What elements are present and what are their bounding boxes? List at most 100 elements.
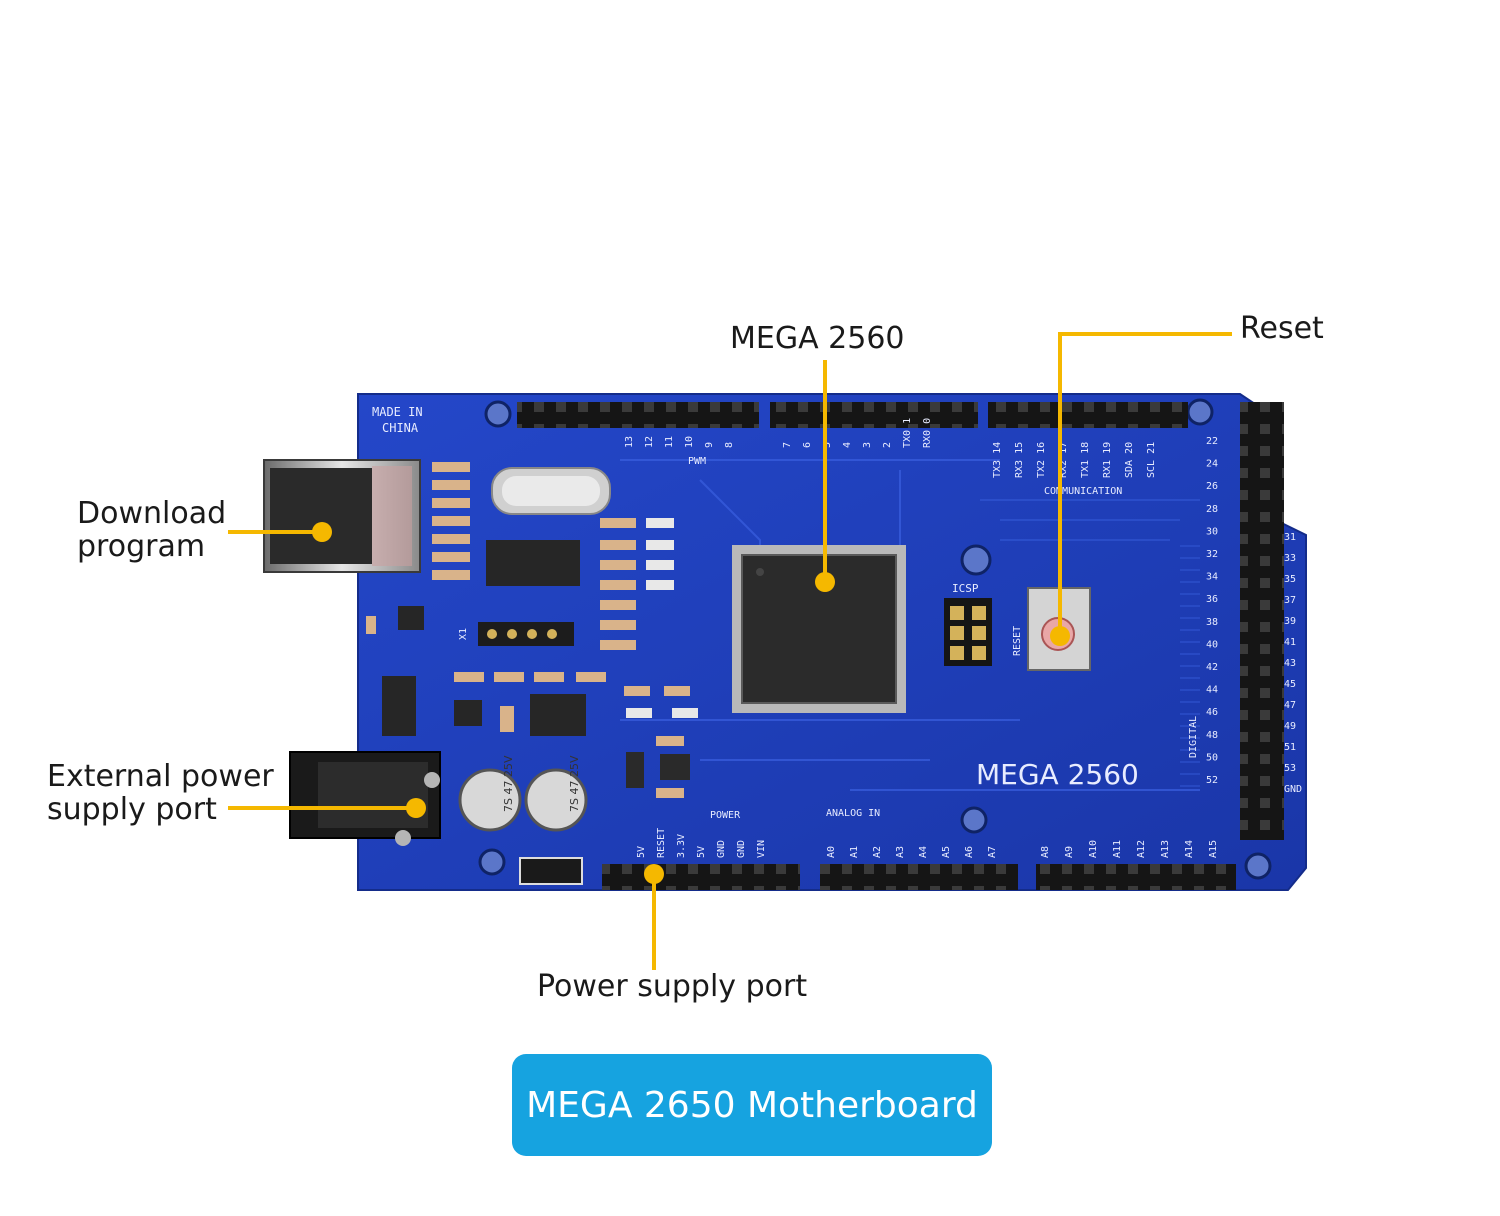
usb-chip [382,540,586,736]
label-power-port: Power supply port [537,969,808,1004]
pin-label-right-outer: 41 [1284,637,1296,648]
pin-label-right-outer: 37 [1284,595,1296,606]
pin-label-top: 5 [822,442,833,448]
label-reset: Reset [1240,311,1324,346]
label-power-ext-2: supply port [47,792,217,827]
pin-label-analog: A5 [941,846,952,858]
silk-model: MEGA 2560 [976,758,1139,791]
cap-2-label: 7S 47 25V [568,755,581,812]
icsp-header [944,598,992,666]
pin-label-analog: A13 [1160,840,1171,858]
pin-label-analog: A6 [964,846,975,858]
pin-label-top: 4 [842,442,853,448]
cap-1-label: 7S 47 25V [502,755,515,812]
pin-label-top: 10 [684,436,695,448]
pin-label-analog: A2 [872,846,883,858]
pin-label-analog: A9 [1064,846,1075,858]
pin-label-comm: RX1 19 [1102,442,1113,478]
pin-label-power: RESET [656,828,667,858]
silk-pwm: PWM [688,456,706,467]
pin-label-analog: A12 [1136,840,1147,858]
pin-label-top: RX0 0 [922,418,933,448]
pin-label-analog: A10 [1088,840,1099,858]
silk-made-in: MADE IN [372,405,423,419]
pin-label-top: 12 [644,436,655,448]
pin-label-right: 28 [1206,504,1218,515]
pin-label-top: 2 [882,442,893,448]
pin-headers [517,402,1284,890]
pin-label-right-outer: 51 [1284,742,1296,753]
pin-label-right: 40 [1206,639,1218,650]
pin-label-right: 52 [1206,775,1218,786]
pin-label-comm: SDA 20 [1124,442,1135,478]
main-chip [732,545,906,713]
label-power-ext-1: External power [47,759,274,794]
silk-crystal: X1 [458,628,469,640]
pin-label-right: 32 [1206,549,1218,560]
pin-label-top: 6 [802,442,813,448]
pin-label-right-outer: 47 [1284,700,1296,711]
pin-label-comm: RX3 15 [1014,442,1025,478]
pin-label-right-outer: GND [1284,784,1302,795]
leader-dots [312,522,1070,884]
pin-label-comm: SCL 21 [1146,442,1157,478]
pin-label-right: 42 [1206,662,1218,673]
silk-china: CHINA [382,421,419,435]
pin-label-right: 38 [1206,617,1218,628]
pin-label-analog: A11 [1112,840,1123,858]
silk-icsp: ICSP [952,582,979,595]
silk-reset: RESET [1012,626,1023,656]
pin-label-comm: TX1 18 [1080,442,1091,478]
pin-label-analog: A4 [918,846,929,858]
pin-label-analog: A14 [1184,840,1195,858]
pin-label-top: 9 [704,442,715,448]
caption-box: MEGA 2650 Motherboard [512,1054,992,1156]
caption-text: MEGA 2650 Motherboard [526,1084,978,1126]
pin-label-analog: A7 [987,846,998,858]
label-download-1: Download [77,496,227,531]
silk-power: POWER [710,810,741,821]
pin-label-right-outer: 53 [1284,763,1296,774]
silk-digital: DIGITAL [1188,716,1199,758]
pin-label-comm: TX2 16 [1036,442,1047,478]
pin-label-right: 30 [1206,526,1218,537]
pin-label-power: VIN [756,840,767,858]
pin-label-right: 36 [1206,594,1218,605]
label-download-2: program [77,529,206,564]
smd-components [366,462,698,885]
leader-lines [228,332,1232,970]
pin-label-analog: A0 [826,846,837,858]
pin-label-right-outer: 31 [1284,532,1296,543]
pin-label-right-outer: 33 [1284,553,1296,564]
pin-label-right: 44 [1206,685,1218,696]
silk-analog-in: ANALOG IN [826,808,880,819]
pin-label-right: 26 [1206,481,1218,492]
pin-label-power: GND [716,840,727,858]
pin-label-top: 13 [624,436,635,448]
silk-communication: COMMUNICATION [1044,486,1122,497]
pin-label-comm: RX2 17 [1058,442,1069,478]
crystal-oscillator [491,467,611,515]
pin-label-right: 48 [1206,730,1218,741]
pin-label-right-outer: 45 [1284,679,1296,690]
pin-label-power: GND [736,840,747,858]
pin-label-right-outer: 43 [1284,658,1296,669]
pin-label-top: 8 [724,442,735,448]
pin-label-comm: TX3 14 [992,442,1003,478]
pin-label-analog: A8 [1040,846,1051,858]
pin-label-right: 24 [1206,459,1218,470]
usb-port [263,459,421,573]
electrolytic-capacitors [458,768,588,832]
pin-label-power: 5V [696,846,707,858]
pin-label-power: 3.3V [676,834,687,858]
pin-label-right: 50 [1206,752,1218,763]
pin-label-right: 22 [1206,436,1218,447]
pin-label-top: 7 [782,442,793,448]
pin-label-right-outer: 49 [1284,721,1296,732]
leader-reset [1058,332,1232,636]
pin-label-right-outer: 35 [1284,574,1296,585]
pin-label-right-outer: 39 [1284,616,1296,627]
pin-label-right: 46 [1206,707,1218,718]
